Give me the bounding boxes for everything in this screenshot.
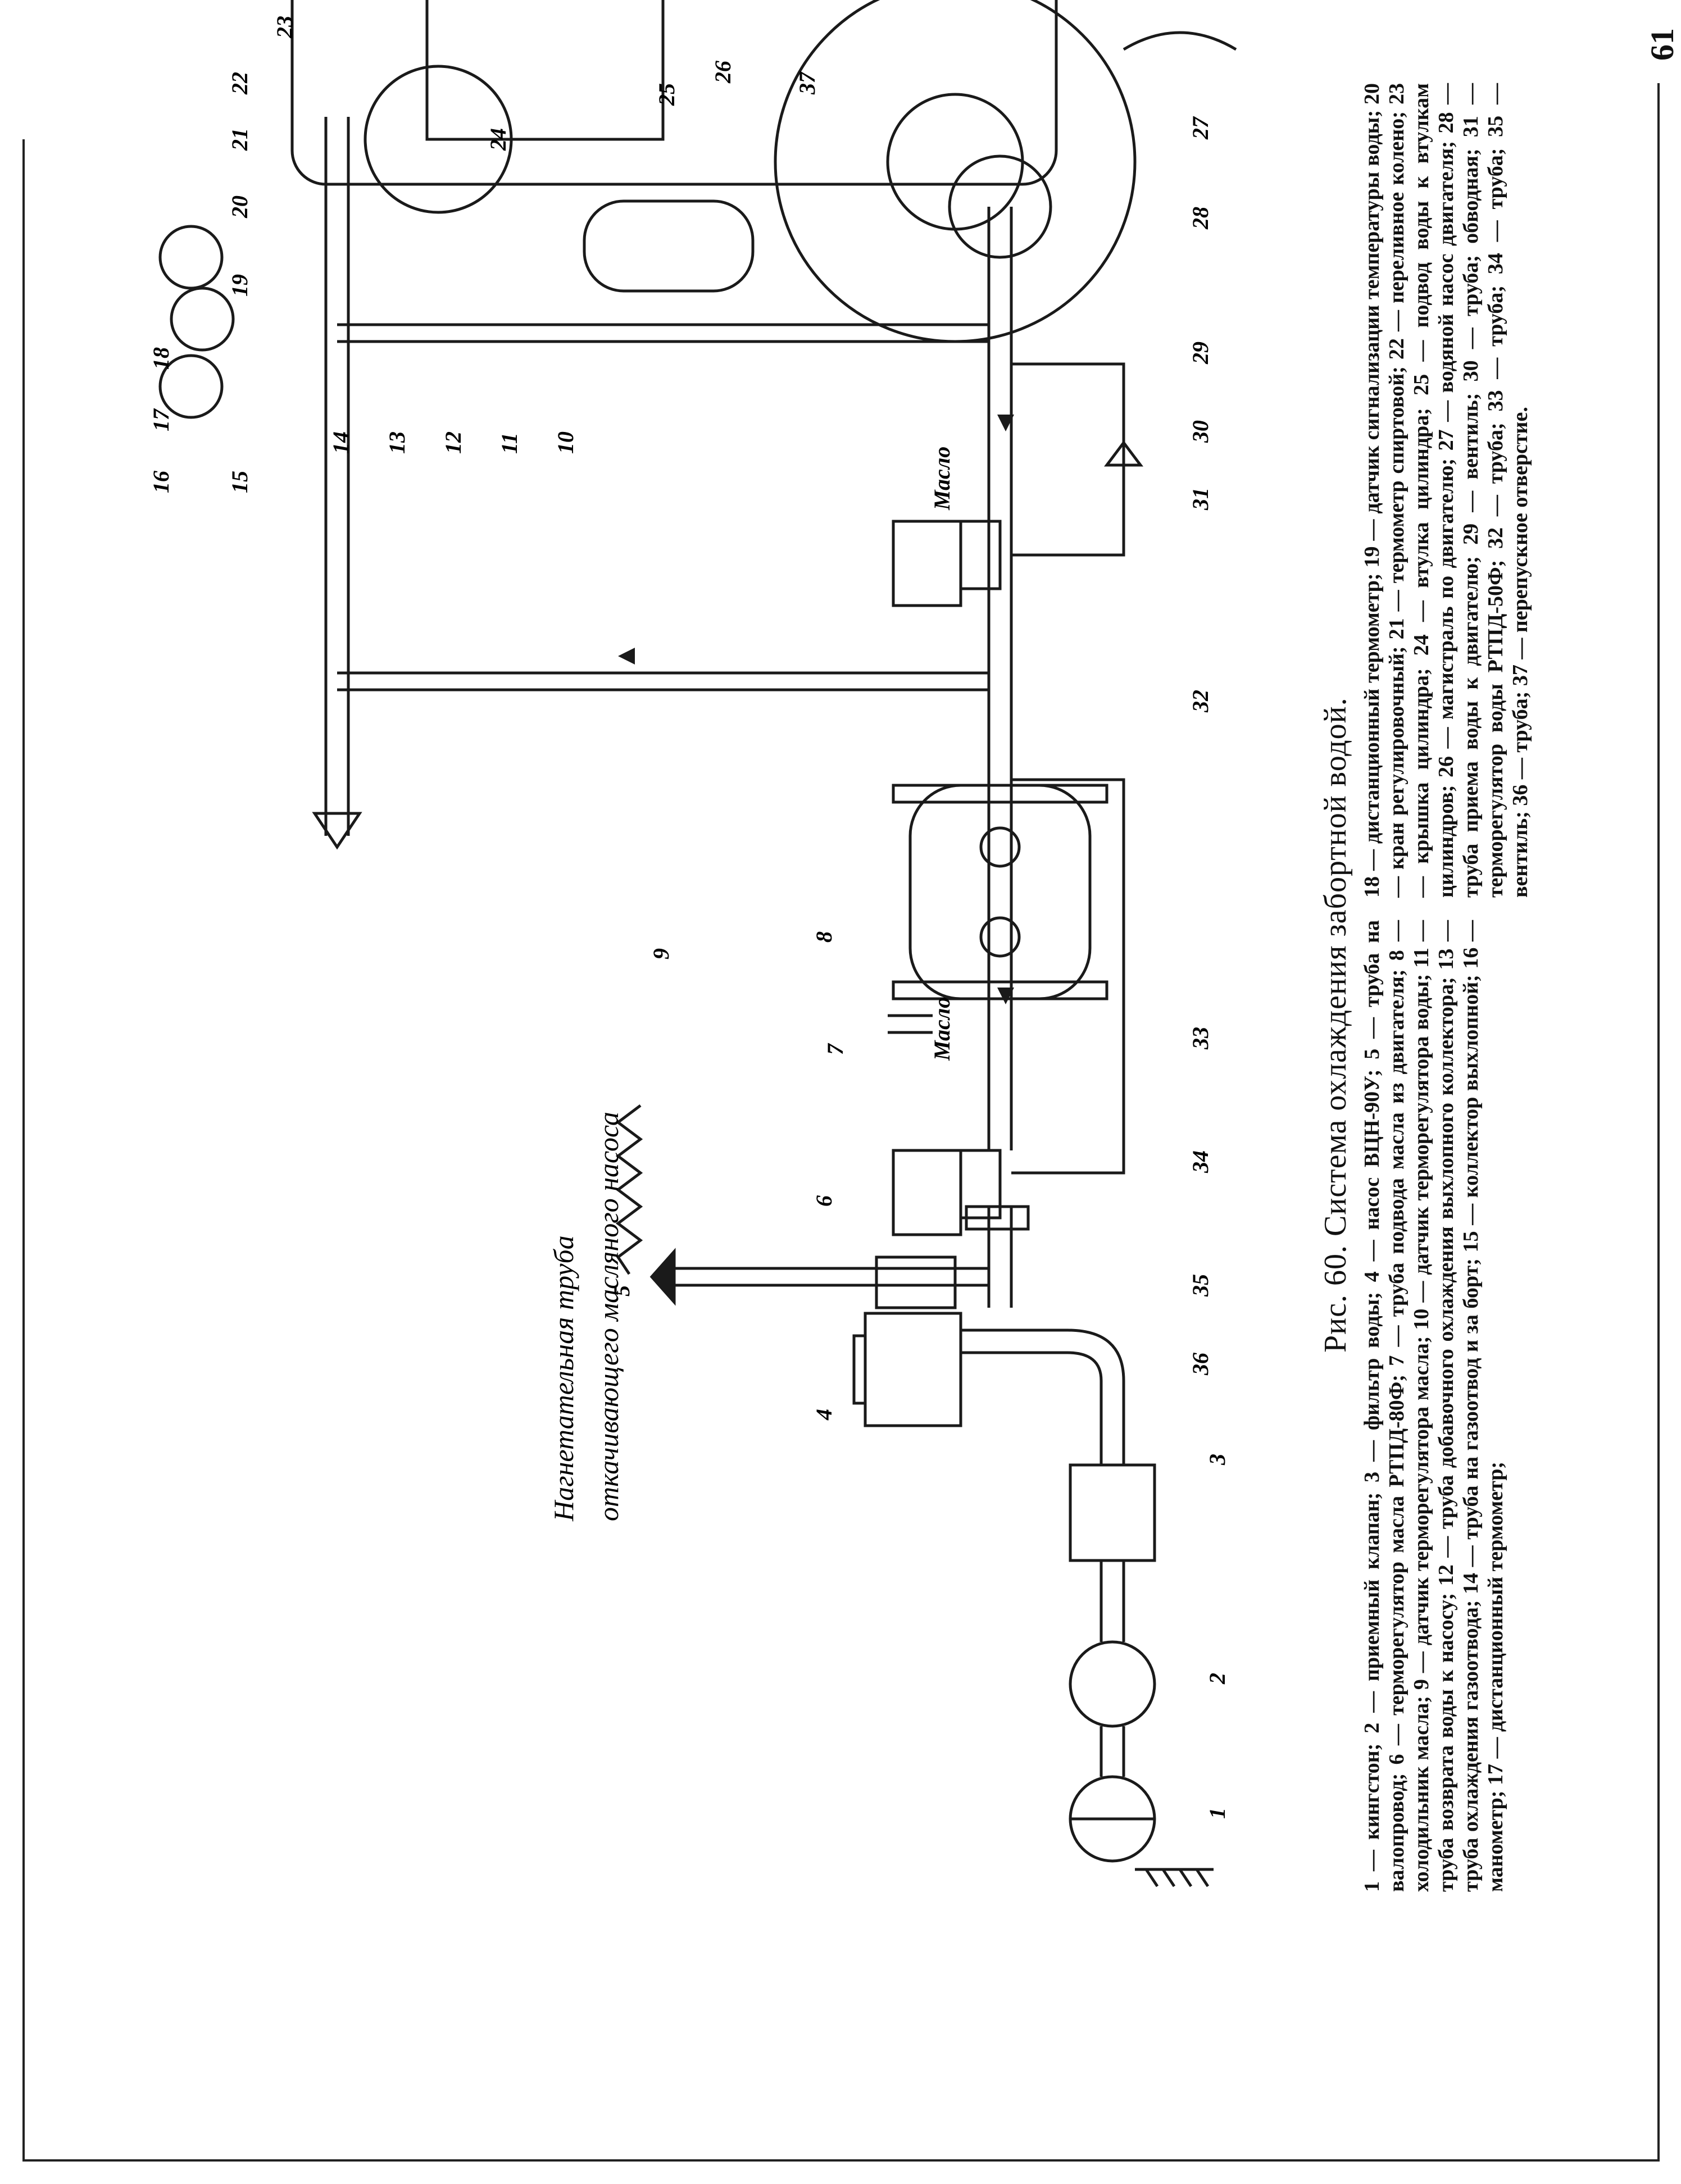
engine-water-pump bbox=[948, 154, 1052, 259]
svg-text:27: 27 bbox=[1188, 116, 1213, 140]
figure-legend-right: 18 — дистанционный термометр; 19 — датчи… bbox=[1360, 83, 1532, 898]
svg-text:4: 4 bbox=[811, 1409, 837, 1421]
oil-thermostat-rtpd-80f bbox=[892, 1149, 1030, 1236]
svg-text:29: 29 bbox=[1188, 342, 1213, 365]
svg-text:3: 3 bbox=[1205, 1454, 1230, 1466]
engine bbox=[290, 0, 1237, 343]
remote-thermometer-18 bbox=[158, 225, 224, 290]
svg-text:32: 32 bbox=[1188, 690, 1213, 713]
svg-text:22: 22 bbox=[227, 72, 252, 95]
svg-text:30: 30 bbox=[1188, 420, 1213, 443]
oil-label-thermostat: Масло bbox=[929, 447, 955, 511]
pressure-gauge bbox=[158, 354, 224, 419]
svg-text:9: 9 bbox=[648, 948, 674, 959]
svg-text:15: 15 bbox=[227, 471, 252, 493]
svg-text:8: 8 bbox=[811, 931, 837, 943]
figure-legend-left: 1 — кингстон; 2 — приемный клапан; 3 — ф… bbox=[1360, 920, 1507, 1892]
intake-valve bbox=[1069, 1640, 1156, 1728]
svg-text:19: 19 bbox=[227, 274, 252, 297]
svg-text:12: 12 bbox=[440, 431, 466, 454]
pump-vcn-90u bbox=[852, 1255, 1034, 1427]
svg-text:5: 5 bbox=[609, 1285, 634, 1296]
svg-text:34: 34 bbox=[1188, 1150, 1213, 1173]
svg-text:35: 35 bbox=[1188, 1274, 1213, 1297]
svg-text:16: 16 bbox=[148, 471, 174, 493]
seabed-ground bbox=[1135, 1868, 1214, 1887]
oil-label-cooler: Масло bbox=[929, 997, 955, 1061]
svg-text:6: 6 bbox=[811, 1195, 837, 1207]
svg-text:13: 13 bbox=[384, 431, 410, 454]
svg-text:18: 18 bbox=[148, 347, 174, 370]
svg-text:26: 26 bbox=[710, 61, 735, 84]
svg-text:2: 2 bbox=[1205, 1673, 1230, 1685]
pressure-pipe-label-line2: откачивающего масляного насоса bbox=[593, 1112, 624, 1521]
callout-numbers: 1 2 3 4 5 6 7 8 9 10 11 12 13 14 15 16 1… bbox=[148, 16, 1230, 1819]
svg-text:36: 36 bbox=[1188, 1353, 1213, 1376]
remote-thermometer-17 bbox=[170, 286, 235, 352]
svg-text:23: 23 bbox=[272, 16, 297, 39]
svg-text:33: 33 bbox=[1188, 1027, 1213, 1050]
svg-text:20: 20 bbox=[227, 195, 252, 219]
svg-text:14: 14 bbox=[328, 431, 353, 454]
svg-text:1: 1 bbox=[1205, 1808, 1230, 1819]
svg-text:17: 17 bbox=[148, 408, 174, 431]
oil-cooler bbox=[892, 784, 1108, 1000]
svg-text:28: 28 bbox=[1188, 207, 1213, 230]
water-filter bbox=[1069, 1463, 1156, 1562]
svg-text:10: 10 bbox=[553, 431, 578, 454]
svg-text:37: 37 bbox=[794, 71, 820, 95]
svg-text:24: 24 bbox=[485, 128, 511, 151]
pressure-pipe-label-line1: Нагнетательная труба bbox=[548, 1235, 579, 1522]
svg-text:11: 11 bbox=[497, 433, 522, 454]
water-thermostat-rtpd-50f bbox=[892, 520, 1002, 607]
svg-text:7: 7 bbox=[823, 1043, 848, 1055]
svg-text:21: 21 bbox=[227, 128, 252, 151]
figure-caption: Рис. 60. Система охлаждения забортной во… bbox=[1318, 697, 1353, 1353]
svg-text:25: 25 bbox=[654, 83, 679, 106]
svg-text:31: 31 bbox=[1188, 488, 1213, 511]
